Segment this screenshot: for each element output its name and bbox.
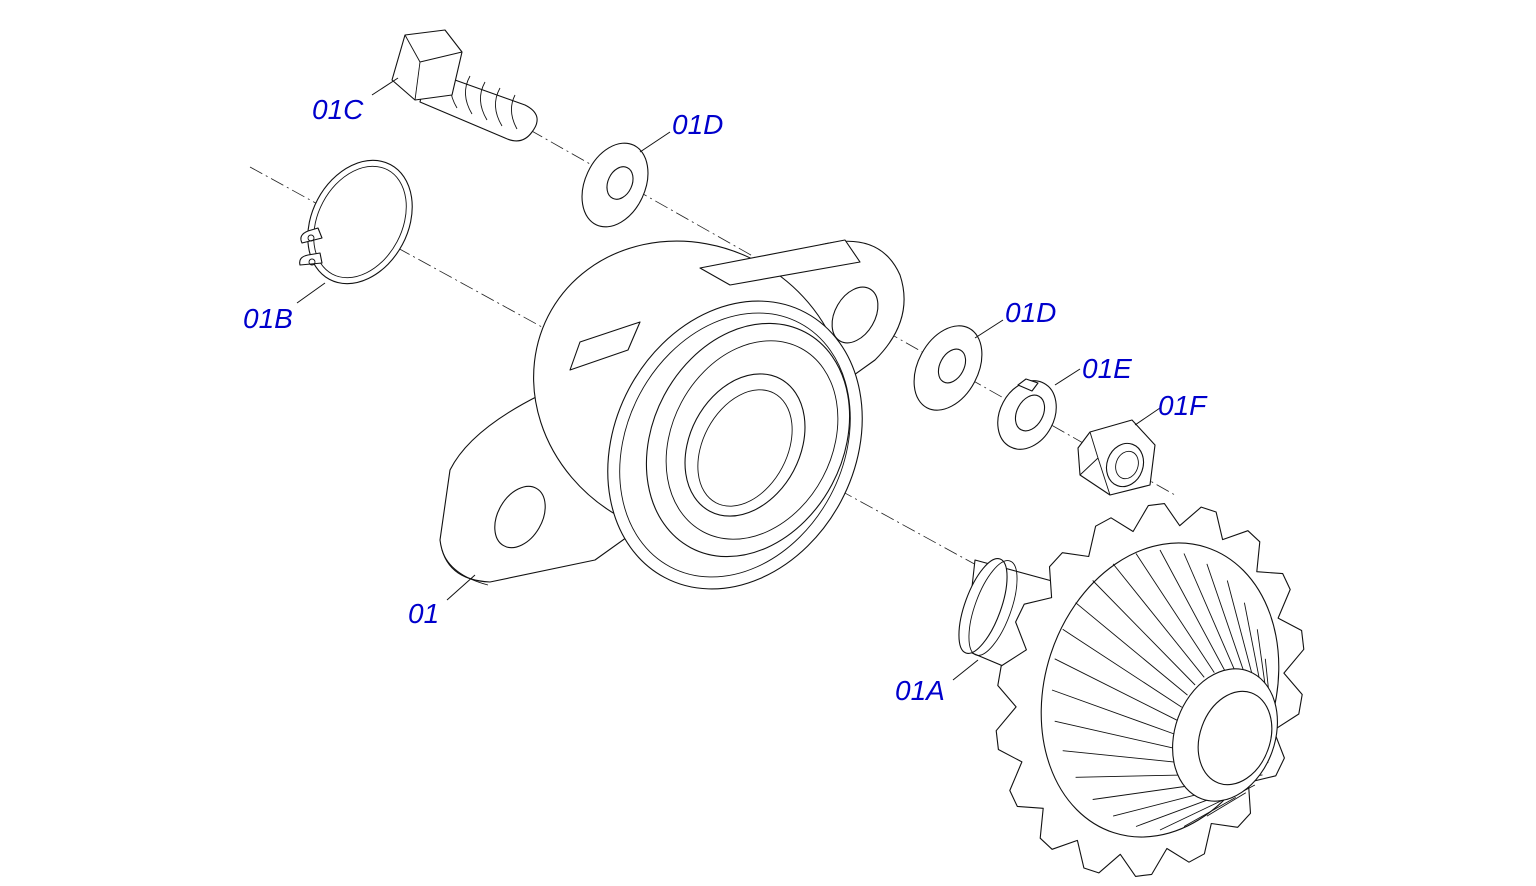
bevel-tooth-line [1075,774,1188,778]
leader-01a [952,659,979,681]
label-washer-mid: 01D [1005,297,1056,328]
part-labels: 01C 01D 01B 01D 01E 01F 01 01A [243,94,1208,706]
leader-lines [296,77,1161,681]
leader-01f [1134,407,1161,426]
washer-mid-part [913,325,983,411]
leader-01d-mid [974,319,1004,339]
washer-top-part [581,142,649,228]
label-housing: 01 [408,598,439,629]
leader-01b [296,282,326,304]
sprocket-shaft-part [958,503,1305,877]
nut-part [1077,419,1156,496]
bevel-tooth-line [1226,580,1256,686]
bevel-tooth-line [1135,796,1215,827]
bevel-tooth-line [1112,792,1205,817]
bolt-part [391,29,538,142]
label-lock-washer: 01E [1082,353,1132,384]
leader-01c [371,77,399,96]
bevel-tooth-line [1075,602,1188,696]
bevel-tooth-line [1092,784,1196,800]
bevel-tooth-line [1092,580,1196,686]
label-washer-top: 01D [672,109,723,140]
bevel-tooth-line [1112,563,1205,678]
label-nut: 01F [1158,390,1208,421]
bevel-tooth-line [1054,658,1179,722]
bevel-tooth-line [1183,797,1236,827]
bevel-tooth-line [1183,553,1237,673]
leader-01e [1054,368,1081,386]
bevel-tooth-line [1159,798,1226,831]
label-sprocket-shaft: 01A [895,675,945,706]
bevel-tooth-line [1135,553,1215,673]
bevel-tooth-line [1062,750,1182,764]
bevel-tooth-line [1206,563,1247,678]
circlip-part [299,159,413,285]
label-bolt: 01C [312,94,364,125]
bevel-tooth-line [1054,720,1179,750]
label-circlip: 01B [243,303,293,334]
bevel-tooth-line [1206,792,1247,817]
bevel-tooth-line [1062,628,1183,708]
leader-01 [446,574,476,601]
housing-part [439,239,905,590]
bevel-tooth-line [1051,689,1178,736]
lock-washer-part [997,378,1057,450]
bevel-tooth-line [1159,549,1226,672]
leader-01d-top [639,131,671,153]
